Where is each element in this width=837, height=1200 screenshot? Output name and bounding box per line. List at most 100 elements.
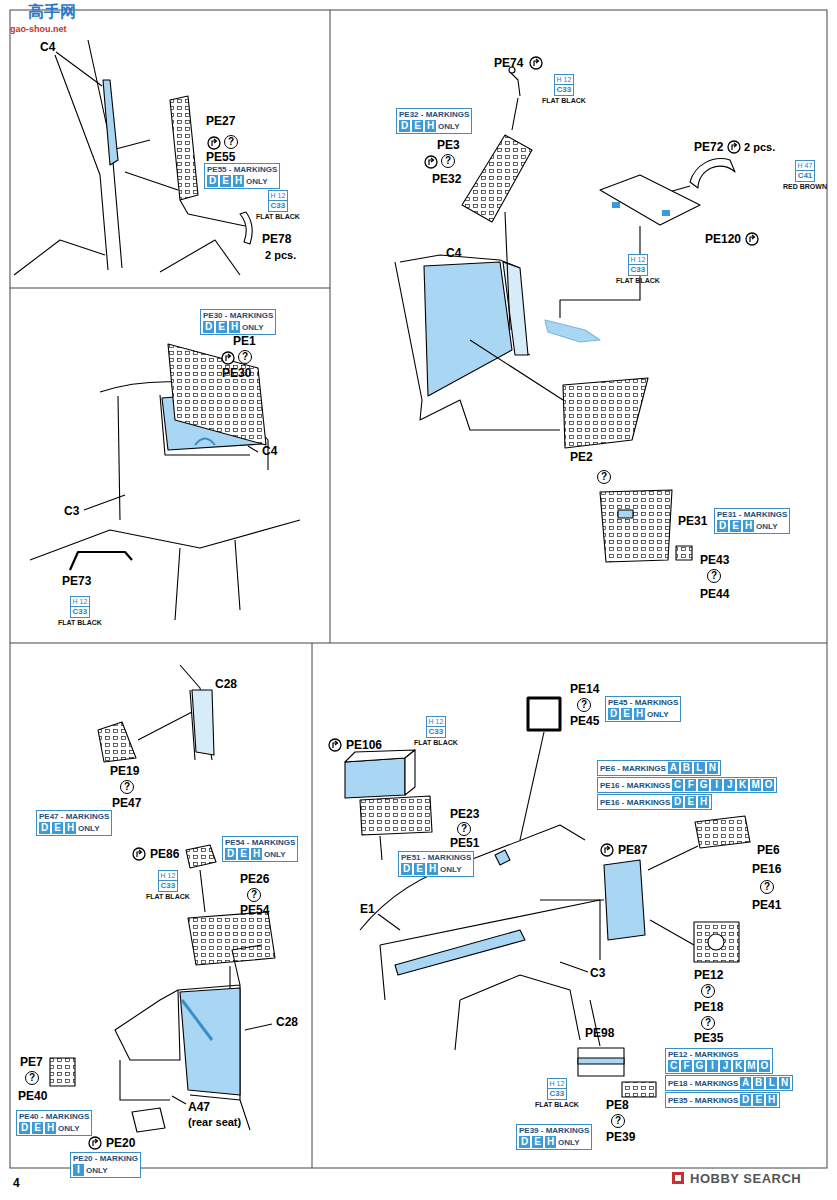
markings-header: PE32 - MARKINGS [399,110,469,119]
marking-letter: L [694,762,705,774]
markings-header: PE35 - MARKINGS [668,1096,738,1105]
markings-row: DEHONLY [399,120,460,132]
question-symbol: ? [238,350,252,364]
part-label: PE16 [752,862,781,876]
markings-box: PE32 - MARKINGSDEHONLY [396,108,472,134]
panel-frame [10,10,827,1168]
marking-letter: D [519,1136,530,1148]
marking-letter: E [238,848,249,860]
markings-row: CFGIJKMO [672,779,774,791]
markings-header: PE54 - MARKINGS [225,838,295,847]
part-label: PE86 [150,847,179,861]
watermark: gao-shou.net [10,24,67,34]
watermark: HOBBY SEARCH [690,1171,801,1186]
part-label: PE30 [222,366,251,380]
paint-name: FLAT BLACK [542,96,586,105]
paint-code: H 12 [158,870,179,881]
paint-callout: H 47C41RED BROWN [783,160,827,191]
marking-letter: D [39,822,50,834]
marking-letter: G [698,779,709,791]
markings-row: CFGIJKMO [668,1060,770,1072]
markings-row: DEHONLY [203,321,264,333]
part-label: PE1 [233,334,256,348]
part-label: PE98 [585,1026,614,1040]
paint-callout: H 12C33FLAT BLACK [616,254,660,285]
paint-code: C33 [554,85,575,96]
marking-letter: E [412,120,423,132]
marking-letter: O [763,779,774,791]
marking-letter: E [753,1094,764,1106]
marking-letter: E [414,863,425,875]
markings-box: PE51 - MARKINGSDEHONLY [398,851,474,877]
paint-code: H 12 [547,1078,568,1089]
note-text: (rear seat) [188,1116,241,1128]
marking-letter: D [399,120,410,132]
part-label: C28 [215,677,237,691]
paint-name: RED BROWN [783,182,827,191]
markings-box: PE55 - MARKINGSDEHONLY [204,163,280,189]
part-label: PE6 [757,843,780,857]
paint-name: FLAT BLACK [535,1100,579,1109]
question-symbol: ? [457,822,471,836]
markings-row: DEH [740,1094,777,1106]
part-label: PE73 [62,574,91,588]
markings-box: PE47 - MARKINGSDEHONLY [36,810,112,836]
part-label: PE35 [694,1031,723,1045]
markings-box: PE39 - MARKINGSDEHONLY [516,1124,592,1150]
markings-row: DEHONLY [608,708,669,720]
part-label: PE12 [694,968,723,982]
marking-letter: H [45,1122,56,1134]
paint-code: H 12 [268,190,289,201]
part-label: PE55 [206,150,235,164]
marking-letter: A [740,1077,751,1089]
markings-header: PE20 - MARKING [73,1154,138,1163]
part-label: PE44 [700,587,729,601]
marking-letter: N [779,1077,790,1089]
marking-letter: E [52,822,63,834]
part-label: C4 [262,444,277,458]
marking-letter: E [685,796,696,808]
question-symbol: ? [577,698,591,712]
markings-header: PE51 - MARKINGS [401,853,471,862]
page-number: 4 [13,1176,20,1190]
marking-letter: I [73,1164,84,1176]
markings-note: ONLY [647,710,669,719]
part-label: PE20 [106,1136,135,1150]
marking-letter: D [608,708,619,720]
paint-name: FLAT BLACK [616,276,660,285]
part-label: PE87 [618,843,647,857]
markings-note: ONLY [86,1166,108,1175]
part-label: C28 [276,1015,298,1029]
markings-row: DEHONLY [39,822,100,834]
marking-letter: H [229,321,240,333]
markings-row: ABLN [740,1077,790,1089]
part-label: PE106 [346,738,382,752]
paint-code: C33 [70,607,91,618]
marking-letter: D [207,175,218,187]
markings-box: PE31 - MARKINGSDEHONLY [714,508,790,534]
markings-header: PE45 - MARKINGS [608,698,678,707]
markings-row: DEHONLY [717,520,778,532]
markings-note: ONLY [78,824,100,833]
paint-callout: H 12C33FLAT BLACK [256,190,300,221]
paint-code: H 12 [628,254,649,265]
marking-letter: C [672,779,683,791]
markings-header: PE30 - MARKINGS [203,311,273,320]
question-symbol: ? [120,780,134,794]
markings-header: PE18 - MARKINGS [668,1079,738,1088]
marking-letter: J [724,779,735,791]
paint-code: H 12 [426,716,447,727]
marking-letter: H [545,1136,556,1148]
marking-letter: E [220,175,231,187]
marking-letter: F [685,779,696,791]
line-art [14,40,750,1132]
part-label: PE19 [110,764,139,778]
question-symbol: ? [701,1016,715,1030]
marking-letter: H [634,708,645,720]
paint-code: C33 [158,881,179,892]
marking-letter: D [225,848,236,860]
marking-letter: H [251,848,262,860]
question-symbol: ? [611,1114,625,1128]
part-label: PE26 [240,872,269,886]
markings-box: PE16 - MARKINGSDEH [597,794,712,810]
